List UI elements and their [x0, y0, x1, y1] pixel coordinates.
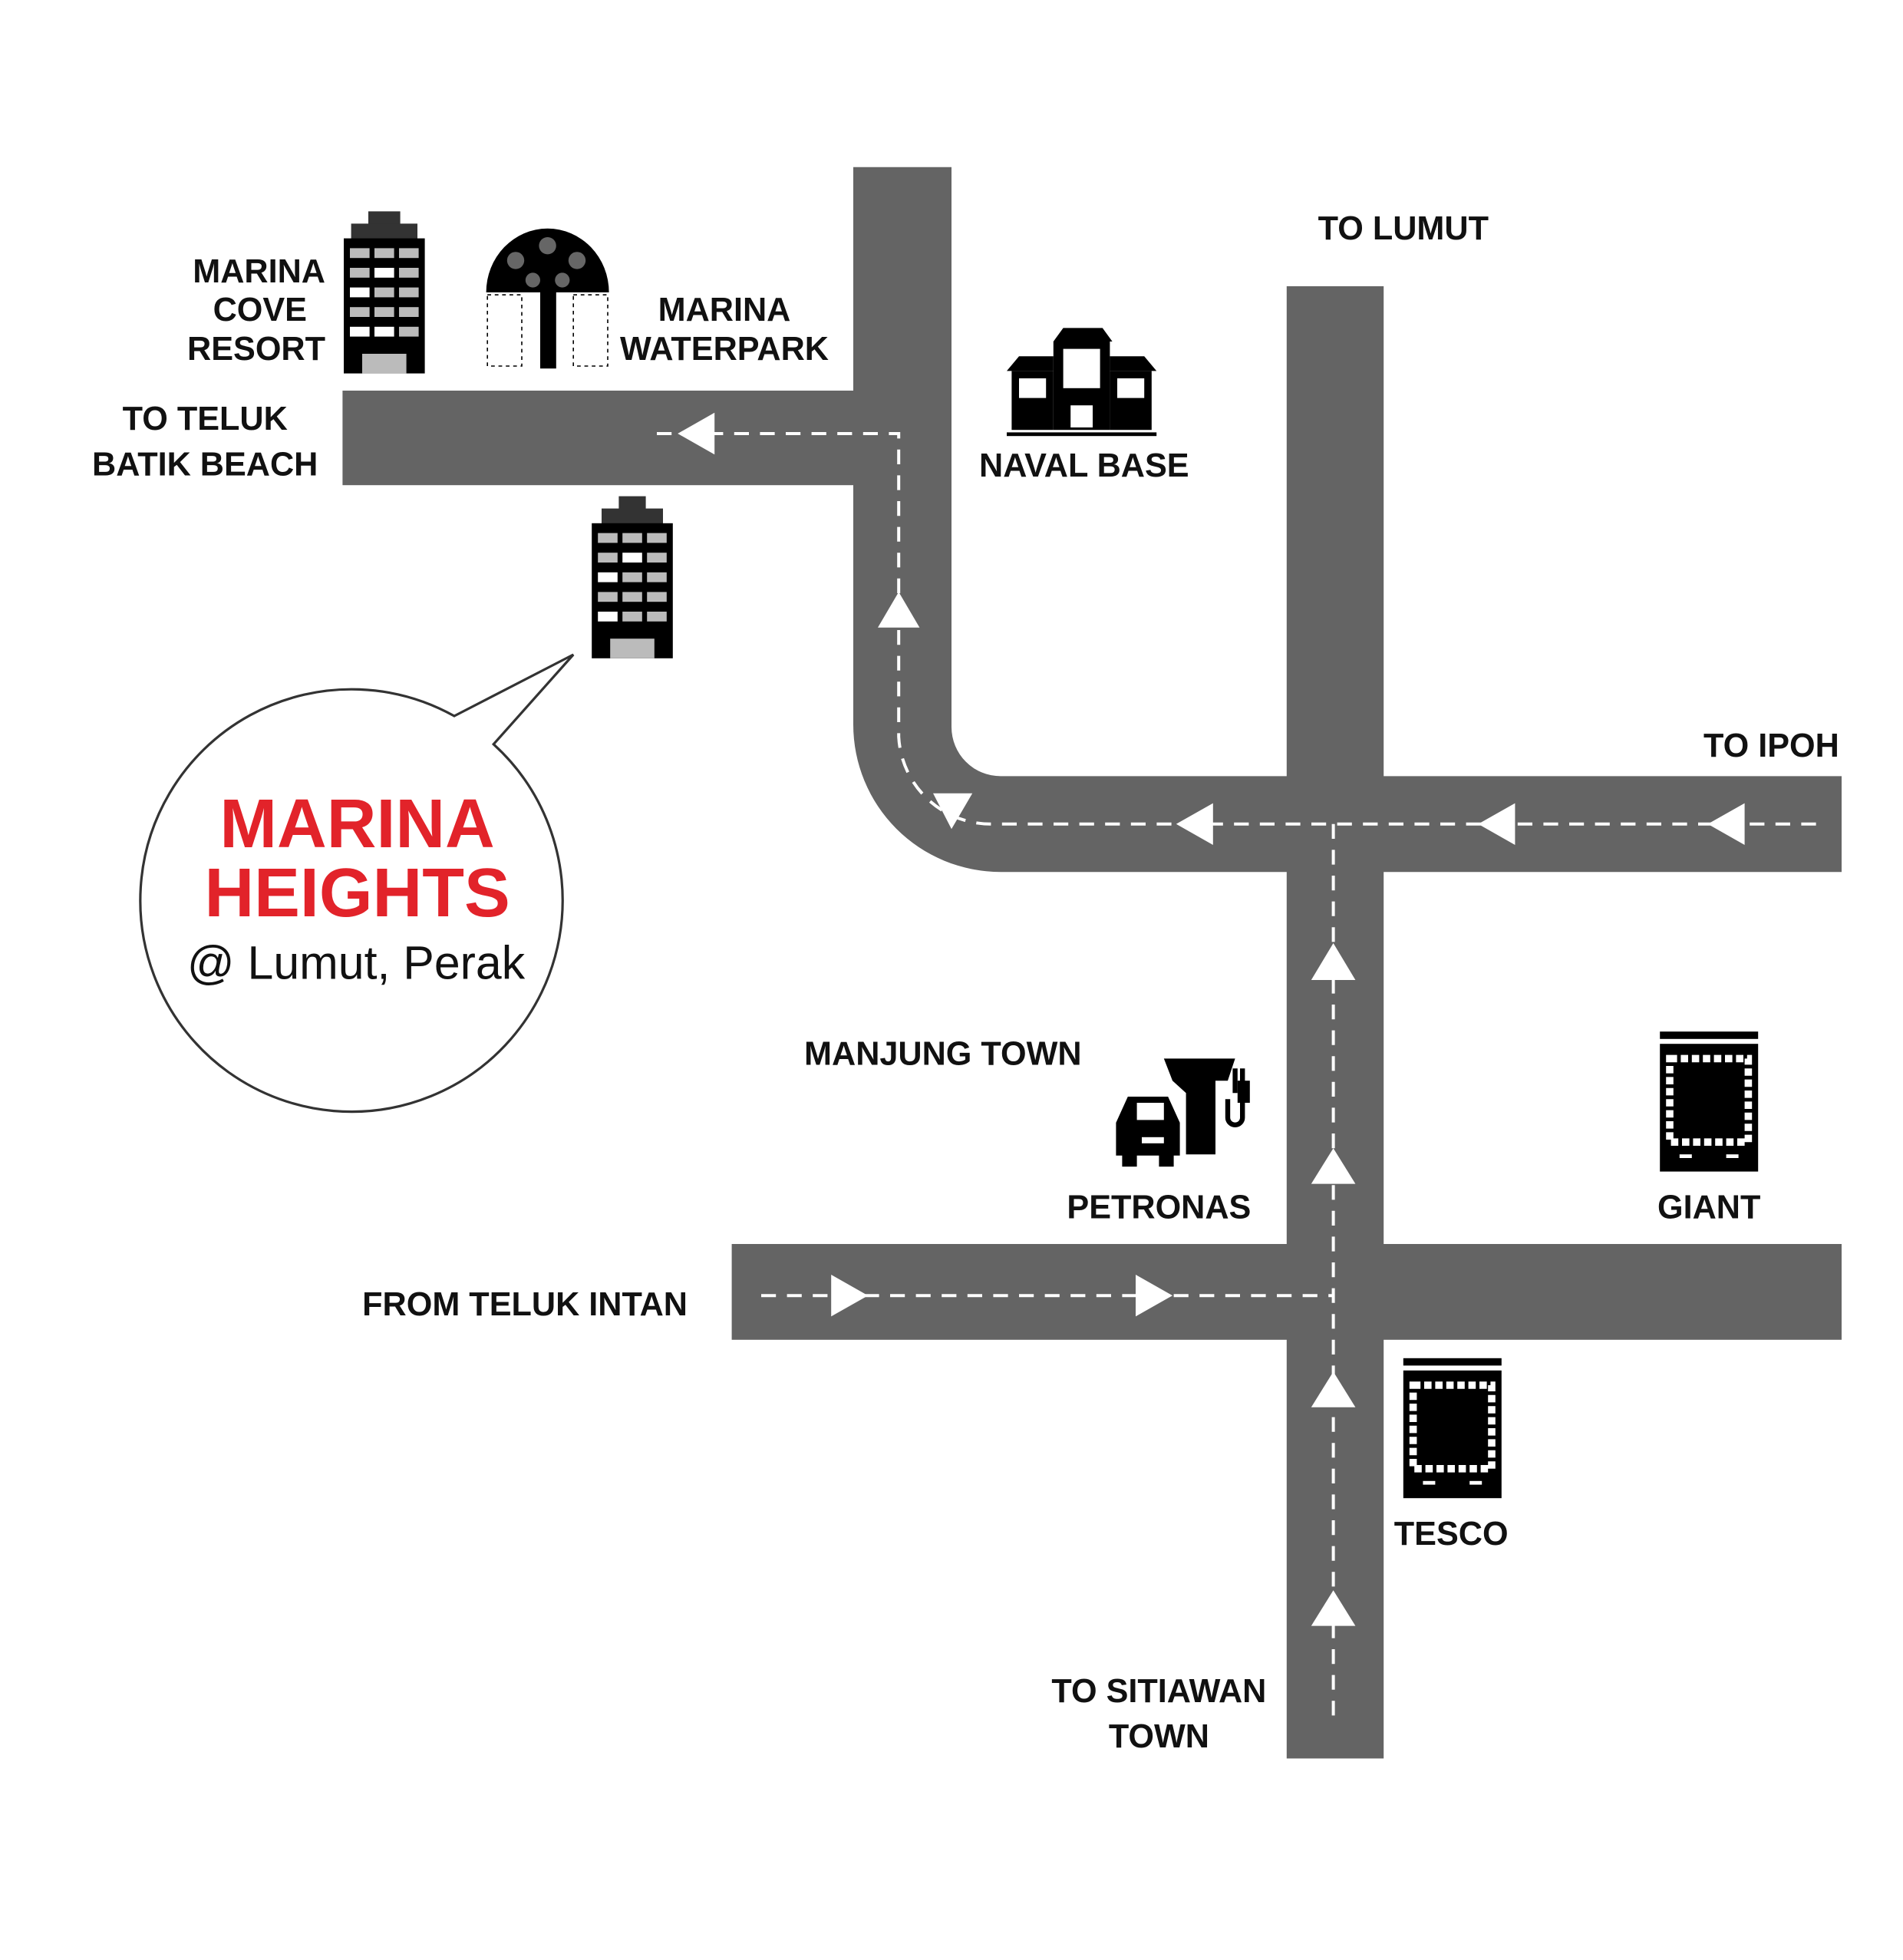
waterpark-umbrella-icon: [486, 228, 609, 369]
callout-title-line2: HEIGHTS: [204, 854, 510, 931]
arrow-up-icon: [1311, 1371, 1356, 1407]
label-teluk-batik: BATIK BEACH: [92, 446, 318, 483]
label-waterpark: MARINA: [658, 292, 791, 328]
arrow-left-icon: [1478, 803, 1515, 845]
arrow-up-icon: [1311, 943, 1356, 980]
arrow-right-icon: [831, 1275, 869, 1317]
arrow-up-icon: [1311, 1590, 1356, 1626]
label-marina-cove: MARINA: [193, 253, 325, 290]
arrow-left-icon: [1707, 803, 1745, 845]
label-naval-base: NAVAL BASE: [979, 447, 1189, 484]
road-bottom: [731, 1244, 1842, 1340]
label-marina-cove: COVE: [213, 292, 307, 328]
hotel-building-icon: [344, 211, 425, 374]
label-to-ipoh: TO IPOH: [1703, 728, 1839, 764]
label-sitiawan: TO SITIAWAN: [1051, 1673, 1266, 1710]
map-labels: MARINA COVE RESORT MARINA WATERPARK TO T…: [92, 210, 1839, 1755]
petrol-station-icon: [1113, 1058, 1250, 1167]
naval-base-icon: [1007, 328, 1157, 437]
mall-icon: [1660, 1031, 1759, 1172]
label-from-teluk-intan: FROM TELUK INTAN: [362, 1286, 688, 1323]
arrow-up-icon: [1311, 1148, 1356, 1184]
callout-subtitle: @ Lumut, Perak: [187, 936, 526, 988]
callout-bubble: MARINA HEIGHTS @ Lumut, Perak: [139, 653, 575, 1114]
road-top-left: [342, 391, 952, 486]
arrow-up-icon: [878, 592, 920, 628]
road-right-vertical: [1286, 286, 1384, 1759]
arrow-left-icon: [1176, 803, 1213, 845]
apartment-building-icon: [592, 496, 673, 658]
label-sitiawan: TOWN: [1109, 1718, 1209, 1755]
callout-title-line1: MARINA: [219, 785, 494, 862]
label-petronas: PETRONAS: [1067, 1189, 1251, 1226]
arrow-down-icon: [933, 793, 973, 830]
label-teluk-batik: TO TELUK: [123, 401, 288, 437]
arrow-right-icon: [1136, 1275, 1172, 1317]
route: [657, 412, 1823, 1720]
label-waterpark: WATERPARK: [620, 331, 829, 368]
mall-icon: [1403, 1358, 1502, 1499]
arrow-left-icon: [678, 412, 715, 455]
label-giant: GIANT: [1657, 1189, 1760, 1226]
label-marina-cove: RESORT: [187, 331, 325, 368]
label-tesco: TESCO: [1394, 1516, 1509, 1552]
label-manjung: MANJUNG TOWN: [804, 1035, 1081, 1072]
label-to-lumut: TO LUMUT: [1318, 210, 1489, 247]
